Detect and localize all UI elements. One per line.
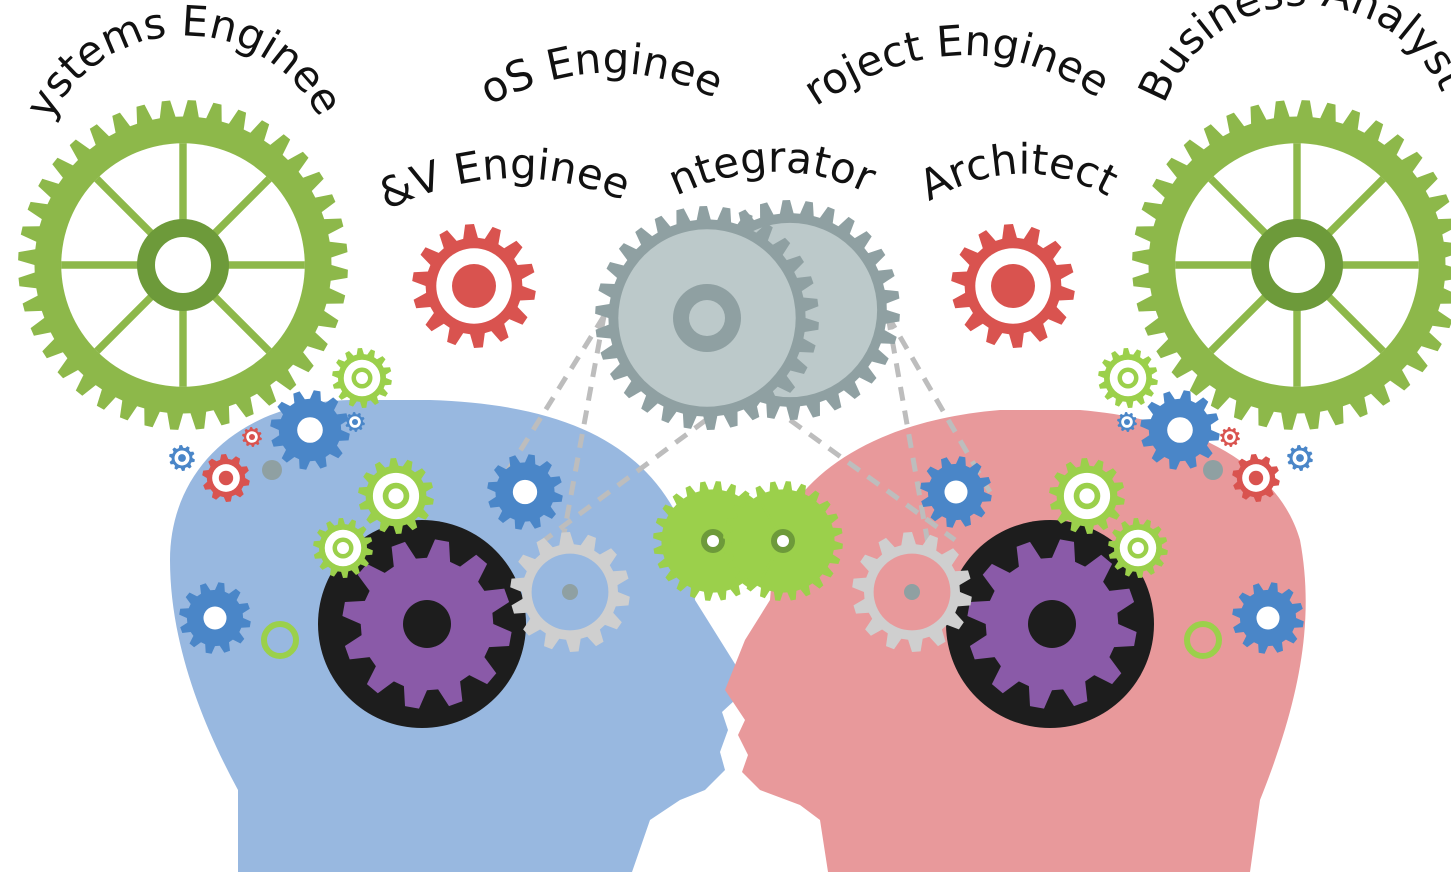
vv-engineer-gear-icon xyxy=(412,224,536,348)
gear-icon-17 xyxy=(242,427,262,447)
gear-icon-15 xyxy=(169,445,195,471)
left-purple-gear-icon xyxy=(342,539,512,709)
gear-icon-5 xyxy=(358,458,434,534)
gear-icon-12 xyxy=(1232,582,1304,654)
gear-icon-10 xyxy=(920,456,992,528)
gear-icon-11 xyxy=(1140,390,1220,470)
gear-icon-20 xyxy=(1117,412,1137,432)
gear-icon-16 xyxy=(1287,445,1313,471)
gear-icon-13 xyxy=(202,454,250,502)
gear-icon-1 xyxy=(313,518,373,578)
right-green-ring xyxy=(1184,621,1222,659)
gear-icon-4 xyxy=(1098,348,1158,408)
gear-icon-7 xyxy=(270,390,350,470)
right-grey-dot xyxy=(1203,460,1223,480)
architect-gear-icon xyxy=(951,224,1075,348)
center-green-gear-right-icon xyxy=(723,481,843,601)
gear-icon-8 xyxy=(487,454,563,530)
gear-icon-19 xyxy=(345,412,365,432)
left-grey-dot xyxy=(262,460,282,480)
label-business-analyst: Business Analyst xyxy=(1129,0,1451,109)
gear-icon-14 xyxy=(1232,454,1280,502)
gear-icon-18 xyxy=(1220,427,1240,447)
gear-icon-2 xyxy=(332,348,392,408)
gear-icon-3 xyxy=(1108,518,1168,578)
left-green-ring xyxy=(261,621,299,659)
integrator-gear-front-icon xyxy=(595,206,819,430)
right-purple-gear-icon xyxy=(967,539,1137,709)
gear-icon-6 xyxy=(1049,458,1125,534)
business-analyst-gear-icon xyxy=(1132,100,1451,430)
label-architect: Architect xyxy=(911,134,1125,210)
left-light-gear-icon xyxy=(510,532,630,652)
gear-icon-9 xyxy=(179,582,251,654)
systems-engineer-gear-icon xyxy=(18,100,348,430)
right-light-gear-icon xyxy=(852,532,972,652)
